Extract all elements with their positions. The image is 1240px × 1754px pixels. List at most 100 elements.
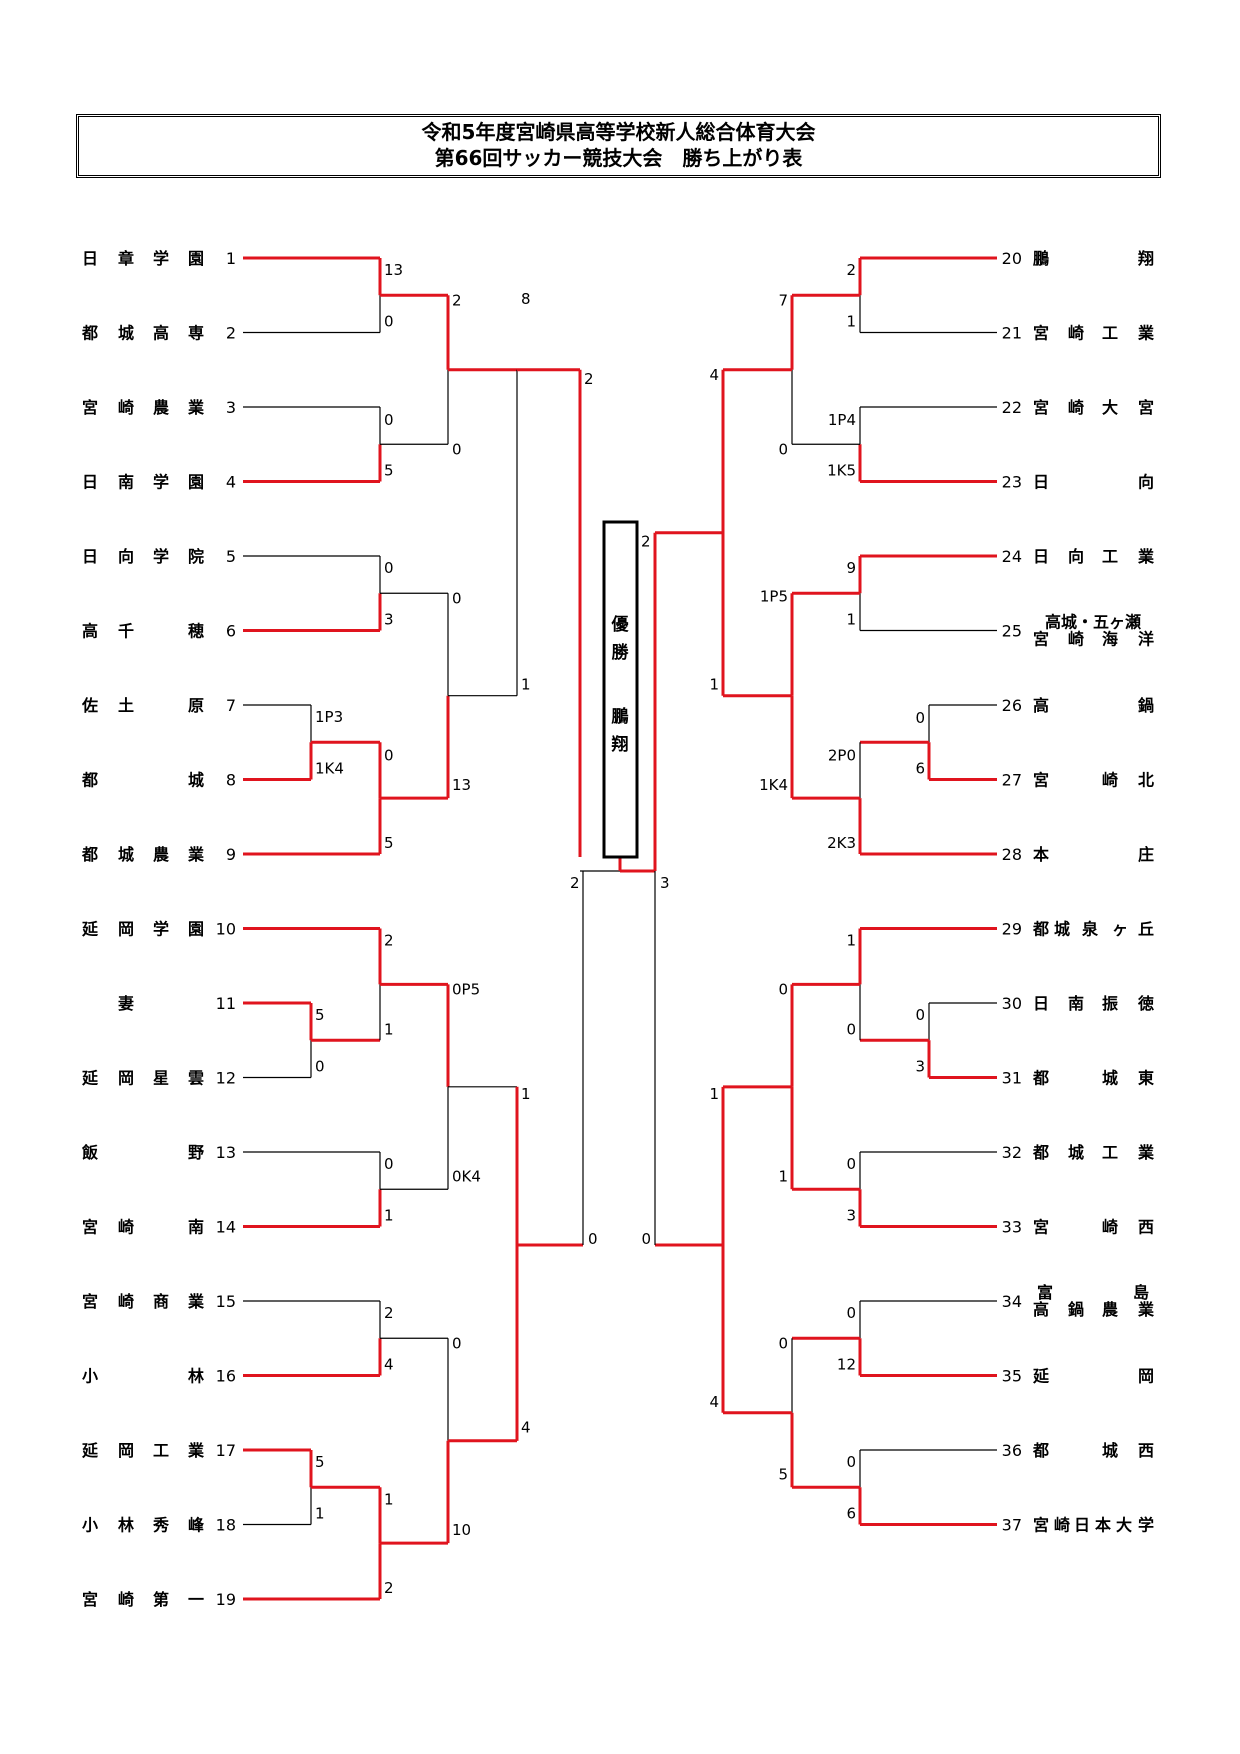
team-name-char: 業 <box>187 1441 205 1460</box>
team-name-char: 崎 <box>1068 398 1084 417</box>
team-name-char: 宮 <box>1033 1516 1049 1535</box>
match-score: 1 <box>778 1167 788 1185</box>
team-seed: 24 <box>1002 547 1022 566</box>
team-seed: 15 <box>216 1292 236 1311</box>
team-name-char: 原 <box>188 696 204 715</box>
team-seed: 21 <box>1002 324 1022 343</box>
team-name-char: 日 <box>1033 473 1049 492</box>
team-name-char: 業 <box>187 1292 205 1311</box>
team-seed: 14 <box>216 1218 236 1237</box>
match-score: 1 <box>846 611 856 629</box>
team-name-char: 高 <box>1033 696 1049 715</box>
match-score: 3 <box>915 1058 925 1076</box>
team-name-char: 飯 <box>81 1143 98 1162</box>
team-name-char: 日 <box>82 473 98 492</box>
team-name-char: 第 <box>153 1590 169 1609</box>
team-name-char: 崎 <box>1102 1218 1118 1237</box>
team-seed: 17 <box>216 1441 236 1460</box>
match-score: 8 <box>521 290 531 308</box>
team-name-char: 宮 <box>1033 324 1049 343</box>
match-score: 0 <box>846 1304 856 1322</box>
team-name-char: 都 <box>1032 1143 1049 1162</box>
match-score: 0 <box>384 411 394 429</box>
team-name-char: 崎 <box>1054 1516 1070 1535</box>
match-score: 12 <box>837 1356 856 1374</box>
match-score: 1P4 <box>828 411 856 429</box>
match-score: 5 <box>778 1465 788 1483</box>
team-name-char: 城 <box>1054 920 1070 939</box>
match-score: 9 <box>846 559 856 577</box>
team-seed: 4 <box>226 473 236 492</box>
match-score: 0 <box>915 1006 925 1024</box>
team-seed: 34 <box>1002 1292 1022 1311</box>
team-name-char: 工 <box>1102 547 1118 566</box>
match-score: 3 <box>846 1207 856 1225</box>
team-name-char: 大 <box>1116 1516 1132 1535</box>
match-score: 5 <box>315 1453 325 1471</box>
champion-team-2: 翔 <box>611 734 629 755</box>
team-seed: 19 <box>216 1590 236 1609</box>
team-name-char: 泉 <box>1082 920 1099 939</box>
team-name-char: 工 <box>1102 1143 1118 1162</box>
team-name-char: 宮 <box>1033 630 1049 649</box>
team-name-char: 丘 <box>1138 920 1154 939</box>
team-name-char: 鵬 <box>1033 249 1049 268</box>
match-score: 0K4 <box>452 1167 481 1185</box>
team-name-char: 日 <box>82 249 98 268</box>
match-score: 2 <box>570 874 580 892</box>
team-name-char: 宮 <box>1138 398 1154 417</box>
champion-box <box>602 520 639 859</box>
team-name-char: 崎 <box>118 1590 134 1609</box>
team-name-char: 西 <box>1138 1218 1154 1237</box>
team-seed: 16 <box>216 1367 236 1386</box>
team-name-char: 大 <box>1102 398 1118 417</box>
match-score: 2 <box>846 261 856 279</box>
team-name-char: 農 <box>153 845 170 864</box>
match-score: 2 <box>384 932 394 950</box>
team-name-char: 宮 <box>82 1218 98 1237</box>
match-score: 2K3 <box>827 834 856 852</box>
match-score: 5 <box>384 462 394 480</box>
team-name-char: 小 <box>82 1516 98 1535</box>
match-score: 2 <box>584 370 594 388</box>
team-name-char: 農 <box>1102 1300 1119 1319</box>
team-name-char: 星 <box>153 1069 169 1088</box>
team-seed: 20 <box>1002 249 1022 268</box>
team-name-char: 高 <box>82 622 98 641</box>
match-score: 0 <box>846 1453 856 1471</box>
team-name-char: 野 <box>188 1143 204 1162</box>
match-score: 1 <box>384 1207 394 1225</box>
team-name-char: 院 <box>188 547 204 566</box>
team-name-char: 雲 <box>188 1069 204 1088</box>
match-score: 1 <box>384 1490 394 1508</box>
team-seed: 6 <box>226 622 236 641</box>
team-name-char: 延 <box>81 920 99 939</box>
team-name-char: 宮 <box>82 1590 98 1609</box>
team-seed: 7 <box>226 696 236 715</box>
match-score: 0 <box>384 1155 394 1173</box>
match-score: 1 <box>521 676 531 694</box>
team-seed: 18 <box>216 1516 236 1535</box>
match-score: 0P5 <box>452 980 480 998</box>
team-name-char: 宮 <box>1033 1218 1049 1237</box>
team-name-char: 城 <box>118 845 134 864</box>
team-name-char: 鍋 <box>1068 1300 1084 1319</box>
match-score: 0 <box>384 313 394 331</box>
team-name-char: 学 <box>153 920 169 939</box>
team-seed: 28 <box>1002 845 1022 864</box>
match-score: 0 <box>915 709 925 727</box>
team-name-char: 妻 <box>118 994 134 1013</box>
match-score: 6 <box>846 1505 856 1523</box>
title-line-2: 第66回サッカー競技大会 勝ち上がり表 <box>434 146 803 170</box>
champion-label-2: 勝 <box>612 642 630 663</box>
team-name-char: 城 <box>188 771 204 790</box>
match-score: 2P0 <box>828 746 856 764</box>
champion-label-1: 優 <box>611 614 630 635</box>
team-name-char: 学 <box>153 249 169 268</box>
title-line-1: 令和5年度宮崎県高等学校新人総合体育大会 <box>421 120 816 144</box>
team-name-char: 園 <box>188 249 204 268</box>
team-name-char: 学 <box>1138 1516 1154 1535</box>
match-score: 0 <box>452 1334 462 1352</box>
match-score: 0 <box>384 746 394 764</box>
team-name-char: 日 <box>1033 994 1049 1013</box>
